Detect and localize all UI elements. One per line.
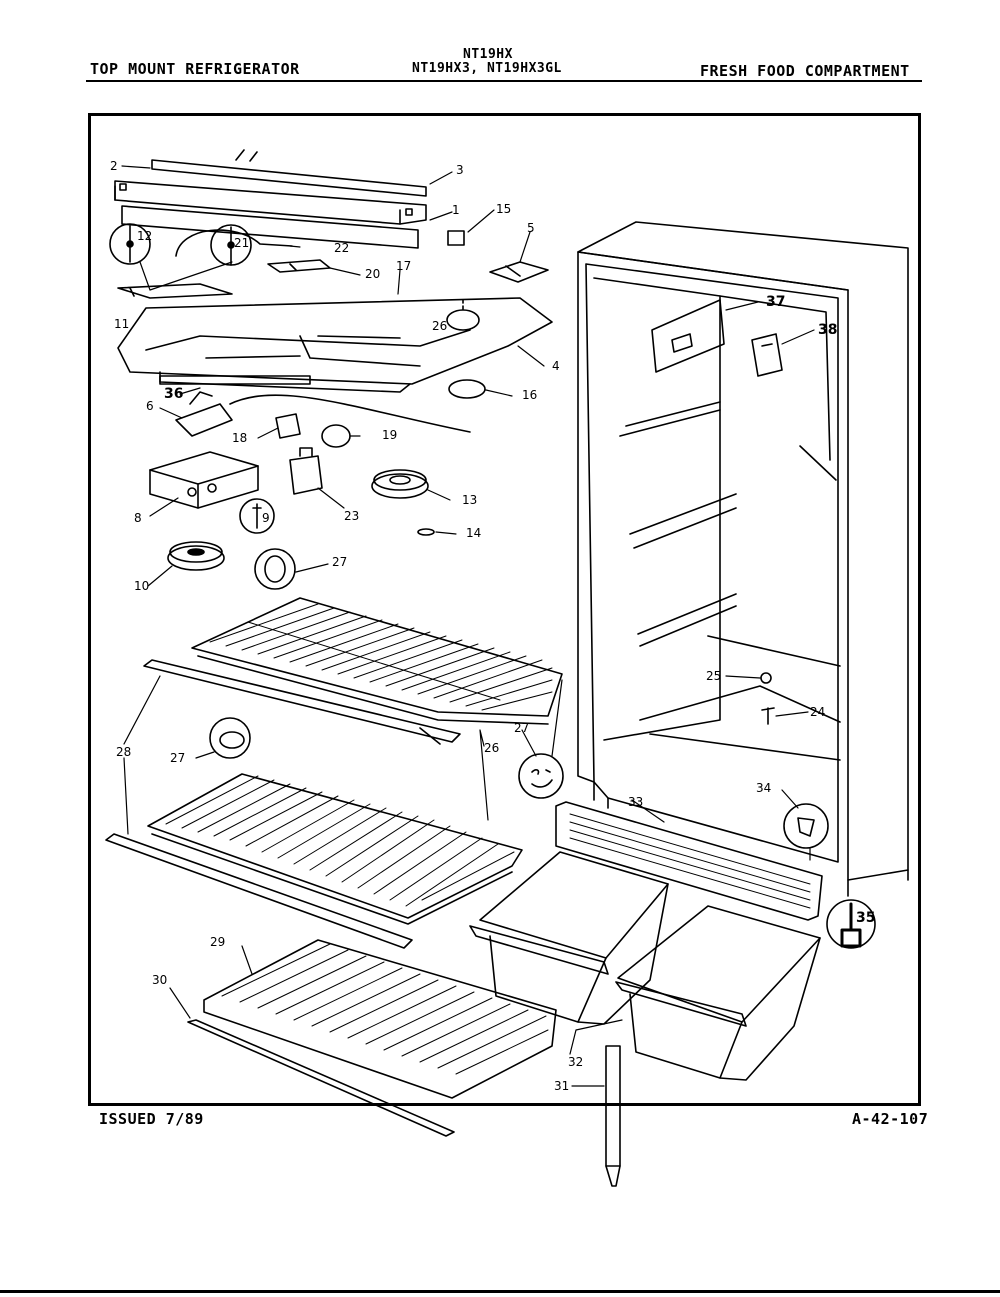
lower-shelf-trim (105, 833, 413, 949)
bracket-part (117, 283, 233, 299)
shelf-stop-detail-circle-2 (209, 717, 251, 759)
air-diffuser-part (446, 309, 480, 331)
callout-38: 38 (818, 322, 837, 338)
callout-5: 5 (527, 221, 535, 235)
socket-part (267, 259, 331, 273)
callout-1: 1 (452, 203, 460, 217)
callout-32: 32 (568, 1055, 583, 1069)
callout-17: 17 (396, 259, 411, 273)
callout-14: 14 (466, 526, 481, 540)
diagram-frame (88, 113, 921, 1106)
callout-35: 35 (856, 910, 875, 926)
callout-28: 28 (116, 745, 131, 759)
upper-shelf-trim (143, 659, 461, 745)
control-housing (117, 297, 553, 393)
callout-18: 18 (232, 431, 247, 445)
fan-motor-part (371, 469, 429, 499)
shelf-stop-detail-circle (254, 548, 296, 590)
callout-22: 22 (334, 241, 349, 255)
callout-11: 11 (114, 317, 129, 331)
callout-9: 9 (262, 511, 270, 525)
knob-detail-circles (109, 223, 293, 266)
callout-37: 37 (766, 294, 785, 310)
model-number: NT19HX (463, 47, 513, 62)
shelf-end-detail-circle (518, 753, 564, 799)
page-title: TOP MOUNT REFRIGERATOR (90, 60, 300, 78)
callout-26-top: 26 (432, 319, 447, 333)
callout-15: 15 (496, 202, 511, 216)
cover-front-trim (187, 1019, 455, 1137)
callout-31: 31 (554, 1079, 569, 1093)
refrigerator-cabinet (577, 221, 909, 897)
callout-34: 34 (756, 781, 771, 795)
bottom-grille-part (555, 801, 823, 921)
callout-24: 24 (810, 705, 825, 719)
hinge-detail-circle (783, 803, 829, 849)
callout-10: 10 (134, 579, 149, 593)
callout-13: 13 (462, 493, 477, 507)
callout-27-mid: 27 (170, 751, 185, 765)
callout-29: 29 (210, 935, 225, 949)
callout-27-top: 27 (332, 555, 347, 569)
crisper-drawer-right (615, 905, 821, 1081)
top-trim-assembly (114, 149, 427, 249)
control-box-part (149, 451, 259, 509)
leader-lines (121, 165, 815, 1087)
callout-23: 23 (344, 509, 359, 523)
control-plate-part (651, 299, 725, 373)
issued-date: ISSUED 7/89 (99, 1110, 204, 1128)
callout-33: 33 (628, 795, 643, 809)
section-title: FRESH FOOD COMPARTMENT (700, 62, 910, 80)
callout-30: 30 (152, 973, 167, 987)
crisper-drawer-left (469, 851, 669, 1025)
fan-blade-part (167, 541, 225, 571)
callout-25: 25 (706, 669, 721, 683)
leveling-leg-detail-circle (826, 899, 876, 949)
callout-8: 8 (134, 511, 142, 525)
callout-6: 6 (146, 399, 154, 413)
door-switch-part (447, 230, 465, 246)
light-bulb-part (321, 424, 351, 448)
callout-16: 16 (522, 388, 537, 402)
callout-20: 20 (365, 267, 380, 281)
washer-part (417, 528, 435, 536)
callout-26-lower: 26 (484, 741, 499, 755)
callout-27-right: 27 (514, 721, 529, 735)
callout-4: 4 (552, 359, 560, 373)
model-variants: NT19HX3, NT19HX3GL (412, 61, 562, 76)
screw-small-part (760, 672, 772, 684)
crisper-cover-shelf (203, 939, 557, 1099)
callout-3: 3 (456, 163, 464, 177)
upper-wire-shelf (191, 597, 563, 725)
lower-wire-shelf (147, 773, 523, 925)
callout-12: 12 (137, 229, 152, 243)
callout-36: 36 (164, 386, 183, 402)
page-code: A-42-107 (852, 1110, 929, 1128)
header-divider (86, 80, 922, 82)
screw-detail-circle (239, 498, 275, 534)
fan-disc-part (448, 379, 486, 399)
relay-part (289, 447, 323, 495)
crisper-rail-part (605, 1045, 621, 1187)
callout-21: 21 (234, 236, 249, 250)
callout-19: 19 (382, 428, 397, 442)
bottom-border (0, 1290, 1000, 1293)
light-socket-part (275, 413, 301, 439)
thermostat-assembly (175, 391, 471, 437)
wire-clip-part (751, 333, 783, 377)
screw-part (761, 707, 775, 725)
damper-part (489, 261, 549, 283)
callout-2: 2 (110, 159, 118, 173)
